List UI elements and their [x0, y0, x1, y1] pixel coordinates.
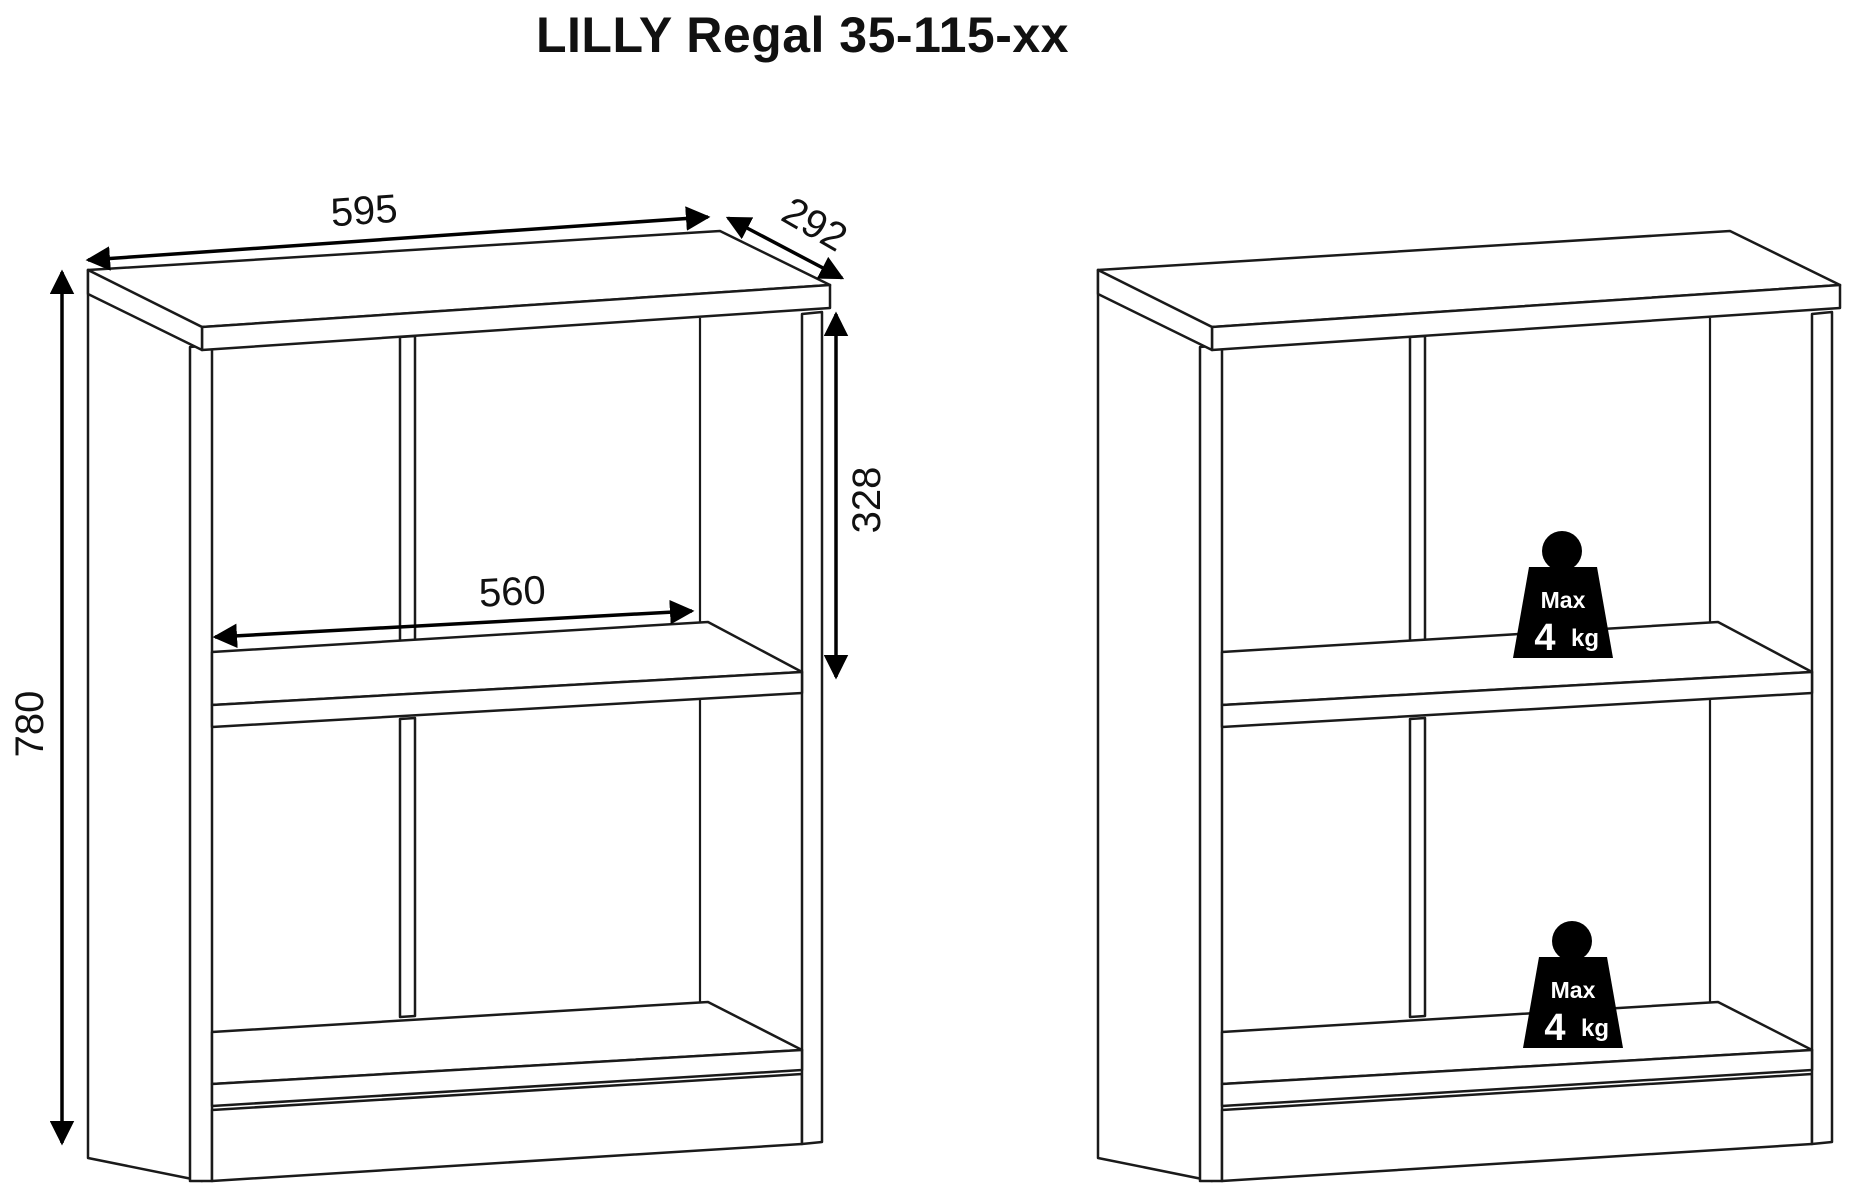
- right-post: [800, 310, 824, 1146]
- weight-icon: [1513, 567, 1613, 658]
- weight-unit-label: kg: [1571, 625, 1599, 652]
- shelf-left: [86, 229, 832, 1183]
- bottom-shelf-front: [210, 1048, 804, 1108]
- front-left-post: [188, 343, 214, 1183]
- inner-width-label: 560: [478, 568, 547, 615]
- compartment-height-label: 328: [845, 467, 889, 534]
- weight-marker-upper: Max 4 kg: [1513, 531, 1613, 659]
- drawing-title: LILLY Regal 35-115-xx: [535, 7, 1069, 63]
- weight-icon: [1552, 921, 1592, 961]
- back-divider-lower: [1408, 716, 1427, 1019]
- side-panel: [1096, 268, 1214, 1183]
- weight-unit-label: kg: [1581, 1015, 1609, 1042]
- width-dimension-line: [85, 206, 711, 271]
- back-divider-upper: [398, 334, 417, 643]
- weight-marker-lower: Max 4 kg: [1523, 921, 1623, 1049]
- top-board-side: [1096, 268, 1214, 352]
- side-panel: [86, 268, 204, 1183]
- weight-icon: [1542, 531, 1582, 571]
- back-divider-upper: [1408, 334, 1427, 643]
- right-post: [1810, 310, 1834, 1146]
- middle-shelf-front: [210, 670, 804, 729]
- bottom-shelf-front: [1220, 1048, 1814, 1108]
- inner-width-line: [212, 599, 695, 649]
- weight-value-label: 4: [1544, 1007, 1565, 1049]
- width-dimension-label: 595: [329, 187, 399, 236]
- depth-dimension-line: [725, 216, 845, 280]
- back-divider-lower: [398, 716, 417, 1019]
- weight-value-label: 4: [1534, 617, 1555, 659]
- top-board-side: [86, 268, 204, 352]
- front-left-post: [1198, 343, 1224, 1183]
- weight-max-label: Max: [1551, 977, 1596, 1003]
- shelf-right: [1096, 229, 1842, 1183]
- middle-shelf-front: [1220, 670, 1814, 729]
- weight-icon: [1523, 957, 1623, 1048]
- height-dimension-label: 780: [8, 691, 52, 758]
- weight-max-label: Max: [1541, 587, 1586, 613]
